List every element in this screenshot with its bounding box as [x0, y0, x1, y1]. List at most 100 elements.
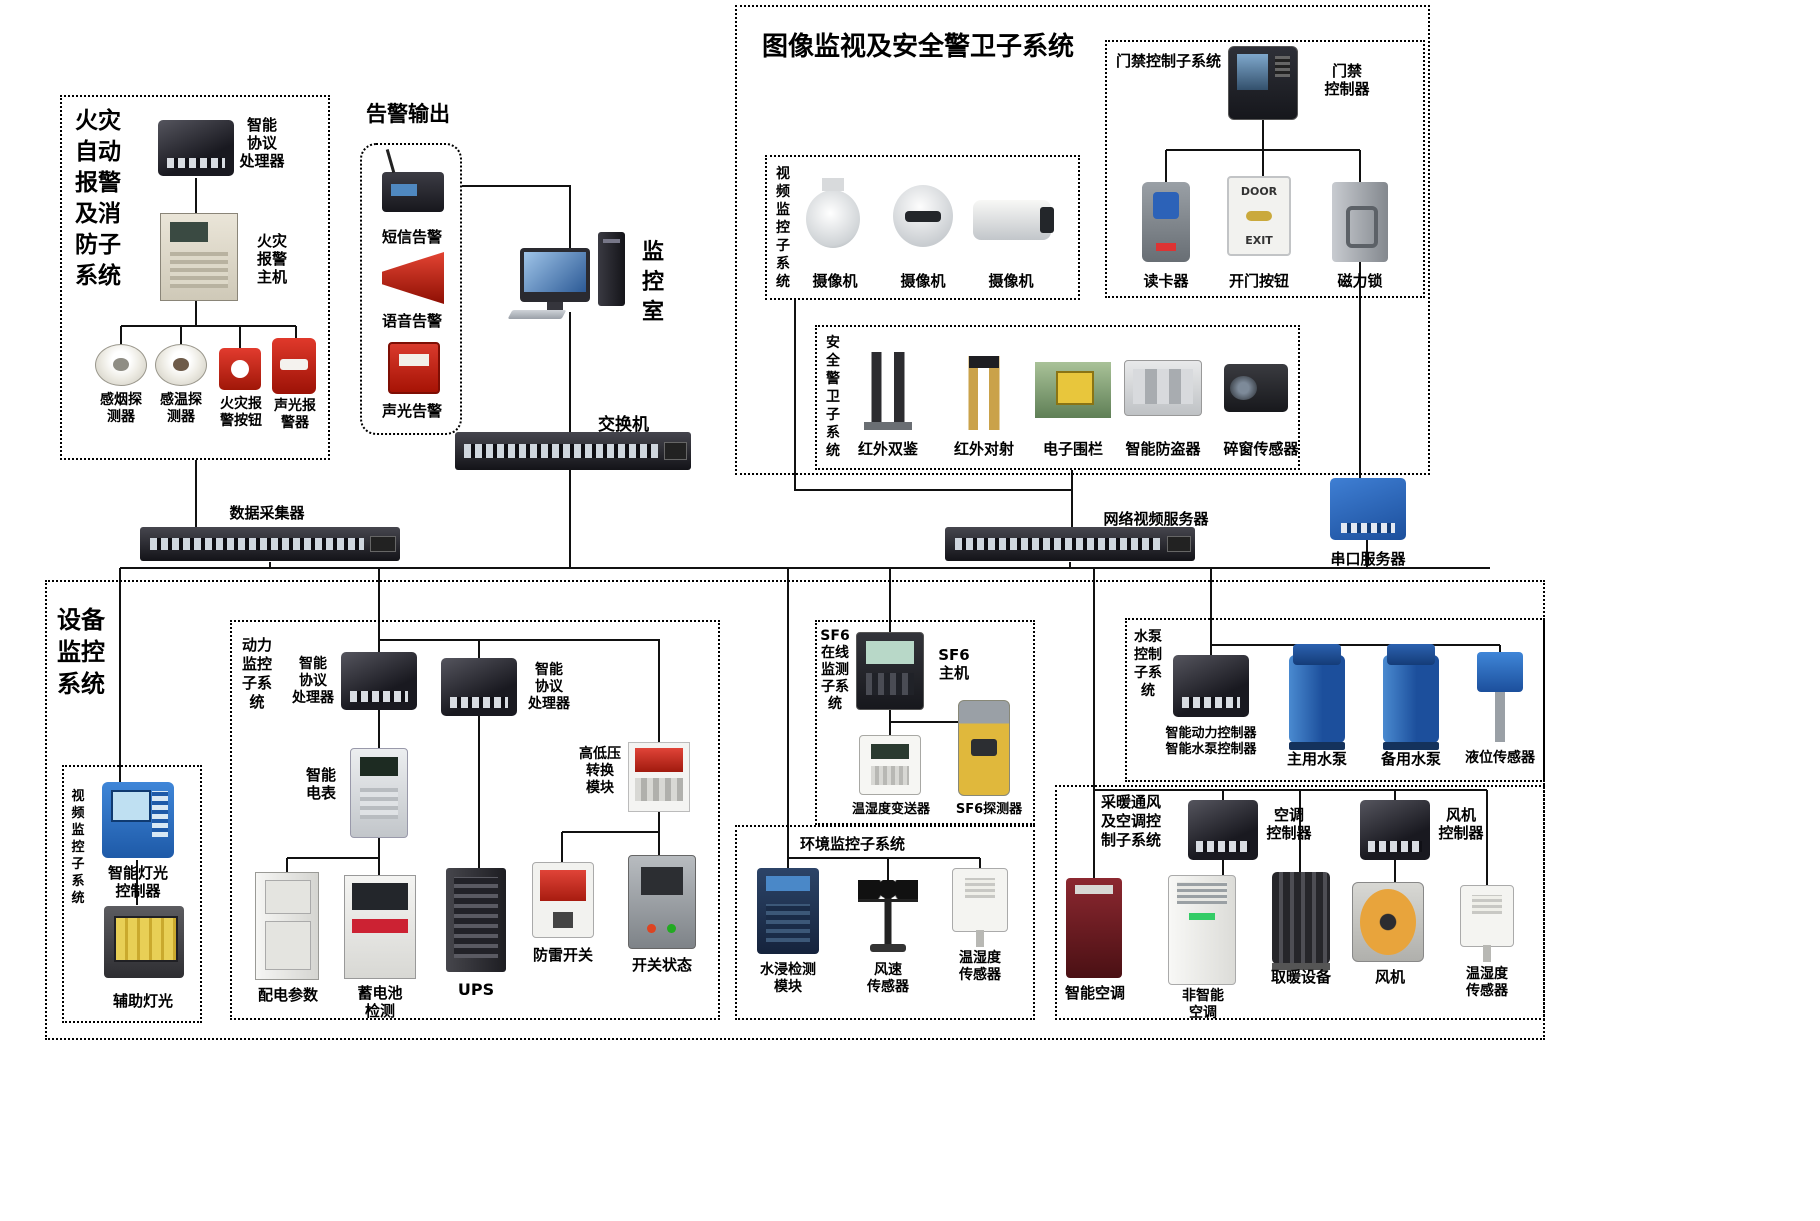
fire-alarm-host-image — [160, 213, 238, 301]
ir-beam-image — [960, 356, 1008, 430]
fire-protocol-processor-label: 智能 协议 处理器 — [239, 116, 285, 170]
smart-ac-label: 智能空调 — [1064, 984, 1125, 1002]
camera1-label: 摄像机 — [812, 272, 858, 290]
water-leak-module-label: 水浸检测 模块 — [760, 962, 816, 995]
pump-controller-label: 智能动力控制器 智能水泵控制器 — [1165, 726, 1257, 757]
pc-tower-image — [598, 232, 625, 306]
backup-pump-label: 备用水泵 — [1380, 750, 1441, 768]
voice-alarm-label: 语音告警 — [381, 312, 442, 330]
sf6-host-label: SF6 主机 — [938, 646, 970, 682]
power-protocol-processor1-image — [341, 652, 417, 710]
ups-label: UPS — [457, 980, 495, 999]
fan-controller-image — [1360, 800, 1430, 860]
level-sensor-label: 液位传感器 — [1465, 750, 1535, 766]
plain-ac-image — [1168, 875, 1236, 985]
door-open-button-image: DOOR EXIT — [1227, 176, 1291, 256]
video-surveillance-title: 视 频 监 控 子 系 统 — [776, 166, 790, 290]
sf6-detector-label: SF6探测器 — [955, 802, 1023, 817]
smart-meter-label: 智能 电表 — [305, 766, 336, 802]
power-protocol-processor2-image — [441, 658, 517, 716]
battery-tester-label: 蓄电池 检测 — [357, 984, 403, 1020]
serial-server-label: 串口服务器 — [1330, 550, 1406, 568]
sf6-monitoring-title: SF6 在线 监测 子系 统 — [820, 628, 850, 712]
key-icon — [1246, 210, 1272, 221]
smart-light-controller-image — [102, 782, 174, 858]
switch-status-image — [628, 855, 696, 949]
strobe-alarm-image — [388, 342, 440, 394]
video-surveillance-box — [765, 155, 1080, 300]
water-leak-module-image — [757, 868, 819, 954]
ir-dual-detector-label: 红外双鉴 — [857, 440, 918, 458]
ac-controller-label: 空调 控制器 — [1266, 806, 1312, 842]
ir-beam-label: 红外对射 — [953, 440, 1014, 458]
window-break-sensor-label: 碎窗传感器 — [1223, 440, 1299, 458]
core-switch-image — [455, 432, 691, 470]
fan-image — [1352, 882, 1424, 962]
equipment-monitoring-title: 设备 监控 系统 — [57, 606, 105, 698]
power-monitoring-box — [230, 620, 720, 1020]
heat-detector-label: 感温探 测器 — [160, 392, 202, 425]
surge-protector-image — [532, 862, 594, 938]
access-control-box — [1105, 40, 1425, 298]
electric-fence-label: 电子围栏 — [1042, 440, 1103, 458]
hvac-title: 采暖通风 及空调控 制子系统 — [1100, 793, 1161, 849]
monitor-room-pc-image — [520, 248, 590, 314]
smart-burglar-alarm-image — [1124, 360, 1202, 416]
backup-pump-image — [1383, 643, 1439, 751]
wind-sensor-label: 风速 传感器 — [867, 962, 909, 995]
aux-light-label: 辅助灯光 — [112, 992, 173, 1010]
hv-lv-converter-image — [628, 742, 690, 812]
ptz-camera-image — [893, 185, 953, 247]
ups-image — [446, 868, 506, 972]
fire-alarm-host-label: 火灾 报警 主机 — [256, 232, 287, 286]
sf6-host-image — [856, 632, 924, 710]
door-open-button-label: 开门按钮 — [1228, 272, 1289, 290]
hvac-box — [1055, 785, 1545, 1020]
aux-light-image — [104, 906, 184, 978]
pump-control-box — [1125, 618, 1545, 782]
image-security-box — [735, 5, 1430, 475]
lighting-video-sub-box — [62, 765, 202, 1023]
keyboard-image — [507, 310, 567, 319]
env-th-sensor-label: 温湿度 传感器 — [959, 950, 1001, 983]
main-pump-label: 主用水泵 — [1286, 750, 1347, 768]
access-control-title: 门禁控制子系统 — [1116, 52, 1222, 70]
hvac-th-sensor-label: 温湿度 传感器 — [1466, 966, 1508, 999]
sounder-strobe-label: 声光报 警器 — [274, 398, 316, 431]
bullet-camera-image — [973, 200, 1055, 240]
alarm-output-title: 告警输出 — [366, 102, 450, 126]
power-monitoring-title: 动力 监控 子系 统 — [241, 636, 272, 711]
power-protocol-processor2-label: 智能 协议 处理器 — [528, 662, 570, 712]
wind-sensor-image — [858, 880, 918, 953]
heat-detector-image — [155, 344, 207, 386]
smoke-detector-label: 感烟探 测器 — [100, 392, 142, 425]
data-collector-label: 数据采集器 — [229, 504, 305, 522]
fan-controller-label: 风机 控制器 — [1438, 806, 1484, 842]
switch-status-label: 开关状态 — [631, 956, 692, 974]
ac-controller-image — [1188, 800, 1258, 860]
smoke-detector-image — [95, 344, 147, 386]
heater-label: 取暖设备 — [1270, 968, 1331, 986]
magnetic-lock-label: 磁力锁 — [1337, 272, 1383, 290]
distribution-cabinet-image — [255, 872, 319, 980]
security-guard-title: 安 全 警 卫 子 系 统 — [826, 335, 840, 459]
monitor-room-label: 监 控 室 — [641, 240, 664, 325]
serial-server-image — [1330, 478, 1406, 540]
hv-lv-converter-label: 高低压 转换 模块 — [579, 746, 621, 796]
smart-burglar-alarm-label: 智能防盗器 — [1125, 440, 1201, 458]
th-transmitter-label: 温湿度变送器 — [851, 802, 930, 817]
sf6-monitoring-box — [815, 620, 1035, 825]
access-controller-label: 门禁 控制器 — [1324, 62, 1370, 98]
sms-alarm-image — [382, 172, 444, 212]
main-pump-image — [1289, 643, 1345, 751]
pump-controller-image — [1173, 655, 1249, 717]
sf6-detector-image — [958, 700, 1010, 796]
smart-meter-image — [350, 748, 408, 838]
fire-subsystem-title: 火灾 自动 报警 及消 防子 系统 — [75, 108, 121, 289]
access-controller-image — [1228, 46, 1298, 120]
fire-protocol-processor-image — [158, 120, 234, 176]
fire-subsystem-box — [60, 95, 330, 460]
card-reader-label: 读卡器 — [1143, 272, 1189, 290]
strobe-alarm-label: 声光告警 — [381, 402, 442, 420]
